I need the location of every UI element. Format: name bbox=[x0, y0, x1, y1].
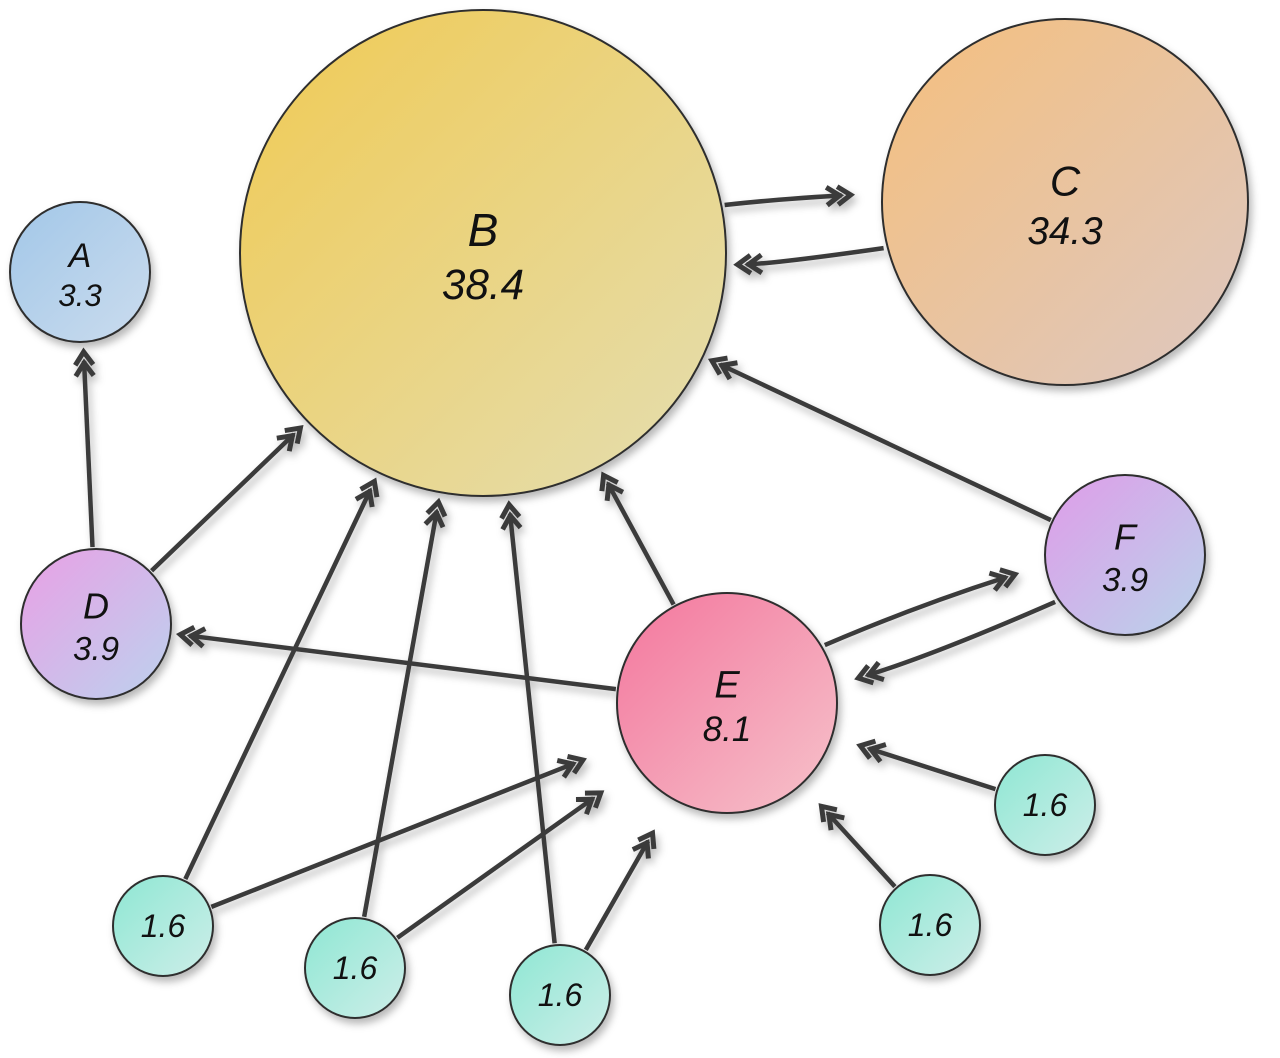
edge-line bbox=[150, 432, 296, 573]
node-circle bbox=[994, 754, 1096, 856]
node-J: 1.6 bbox=[879, 874, 981, 976]
edge-D-to-A bbox=[73, 347, 96, 548]
arrowhead-icon bbox=[733, 252, 764, 276]
arrowhead-icon bbox=[824, 184, 856, 208]
node-E: E 8.1 bbox=[616, 592, 838, 814]
node-value: 3.9 bbox=[73, 631, 119, 668]
node-circle bbox=[239, 9, 727, 497]
edge-G-to-E bbox=[210, 753, 587, 909]
edge-line bbox=[81, 360, 95, 548]
arrowhead-icon bbox=[988, 567, 1020, 592]
node-circle bbox=[879, 874, 981, 976]
node-value: 1.6 bbox=[908, 907, 953, 943]
node-value: 1.6 bbox=[538, 977, 583, 1013]
edge-H-to-E bbox=[396, 790, 605, 940]
arrowhead-icon bbox=[175, 625, 207, 649]
node-I: 1.6 bbox=[509, 944, 611, 1046]
arrowhead-icon bbox=[354, 477, 380, 508]
edge-line bbox=[183, 488, 373, 881]
arrowhead-icon bbox=[599, 471, 625, 502]
edge-E-to-D bbox=[175, 625, 617, 692]
arrowhead-icon bbox=[423, 497, 448, 529]
edge-line bbox=[507, 513, 557, 944]
node-B: B 38.4 bbox=[239, 9, 727, 497]
edge-C-to-B bbox=[733, 245, 884, 276]
arrowhead-icon bbox=[818, 803, 845, 831]
arrowhead-icon bbox=[856, 738, 887, 764]
edge-line bbox=[188, 633, 617, 692]
edge-line bbox=[605, 482, 676, 606]
node-label: B bbox=[468, 204, 499, 256]
edge-J-to-E bbox=[818, 803, 897, 889]
node-label: C bbox=[1050, 158, 1081, 205]
node-H: 1.6 bbox=[304, 917, 406, 1019]
edge-line bbox=[719, 362, 1052, 523]
node-label: F bbox=[1114, 517, 1138, 558]
edge-I-to-E bbox=[583, 829, 657, 951]
node-value: 3.9 bbox=[1102, 562, 1148, 599]
edge-line bbox=[724, 193, 842, 208]
node-circle bbox=[20, 548, 172, 700]
node-circle bbox=[1044, 474, 1206, 636]
edge-line bbox=[866, 599, 1057, 678]
edge-line bbox=[361, 510, 440, 918]
node-value: 34.3 bbox=[1027, 210, 1103, 253]
node-value: 1.6 bbox=[333, 950, 378, 986]
node-circle bbox=[509, 944, 611, 1046]
arrowhead-icon bbox=[707, 355, 738, 381]
edge-B-to-C bbox=[724, 184, 856, 208]
node-value: 1.6 bbox=[141, 908, 186, 944]
node-value: 3.3 bbox=[58, 278, 102, 313]
node-circle bbox=[9, 201, 151, 343]
arrowhead-icon bbox=[499, 500, 523, 531]
node-K: 1.6 bbox=[994, 754, 1096, 856]
node-circle bbox=[304, 917, 406, 1019]
node-circle bbox=[616, 592, 838, 814]
node-circle bbox=[112, 875, 214, 977]
node-value: 1.6 bbox=[1023, 787, 1068, 823]
edge-F-to-B bbox=[707, 355, 1052, 523]
edge-line bbox=[210, 761, 576, 909]
edge-E-to-F bbox=[823, 567, 1020, 648]
node-value: 38.4 bbox=[442, 261, 524, 308]
nodes-layer: A3.3 B 38.4 C 34.3D 3.9E 8.1 F 3.9 1.6 1.6 1.6 1.6 1.… bbox=[9, 9, 1249, 1046]
edge-E-to-B bbox=[599, 471, 676, 606]
node-C: C 34.3 bbox=[881, 18, 1249, 386]
arrowhead-icon bbox=[556, 753, 587, 779]
node-label: D bbox=[83, 586, 109, 627]
edge-G-to-B bbox=[183, 477, 380, 881]
node-F: F 3.9 bbox=[1044, 474, 1206, 636]
node-D: D 3.9 bbox=[20, 548, 172, 700]
node-G: 1.6 bbox=[112, 875, 214, 977]
node-circle bbox=[881, 18, 1249, 386]
arrowhead-icon bbox=[73, 347, 96, 378]
node-A: A3.3 bbox=[9, 201, 151, 343]
edge-line bbox=[868, 746, 997, 792]
edge-line bbox=[583, 839, 651, 951]
edge-line bbox=[825, 811, 897, 889]
arrowhead-icon bbox=[631, 829, 657, 859]
node-label: E bbox=[714, 664, 740, 706]
arrowhead-icon bbox=[575, 790, 605, 816]
edge-H-to-B bbox=[361, 497, 448, 918]
node-value: 8.1 bbox=[703, 710, 752, 749]
edge-K-to-E bbox=[856, 738, 997, 792]
arrowhead-icon bbox=[276, 425, 304, 452]
edge-line bbox=[746, 245, 884, 267]
edge-F-to-E bbox=[854, 599, 1057, 686]
node-label: A bbox=[67, 237, 92, 275]
edge-line bbox=[396, 796, 595, 940]
edges-layer bbox=[73, 184, 1057, 951]
edge-I-to-B bbox=[499, 500, 557, 944]
edge-line bbox=[823, 574, 1008, 648]
edge-D-to-B bbox=[150, 425, 304, 573]
arrowhead-icon bbox=[854, 660, 885, 686]
